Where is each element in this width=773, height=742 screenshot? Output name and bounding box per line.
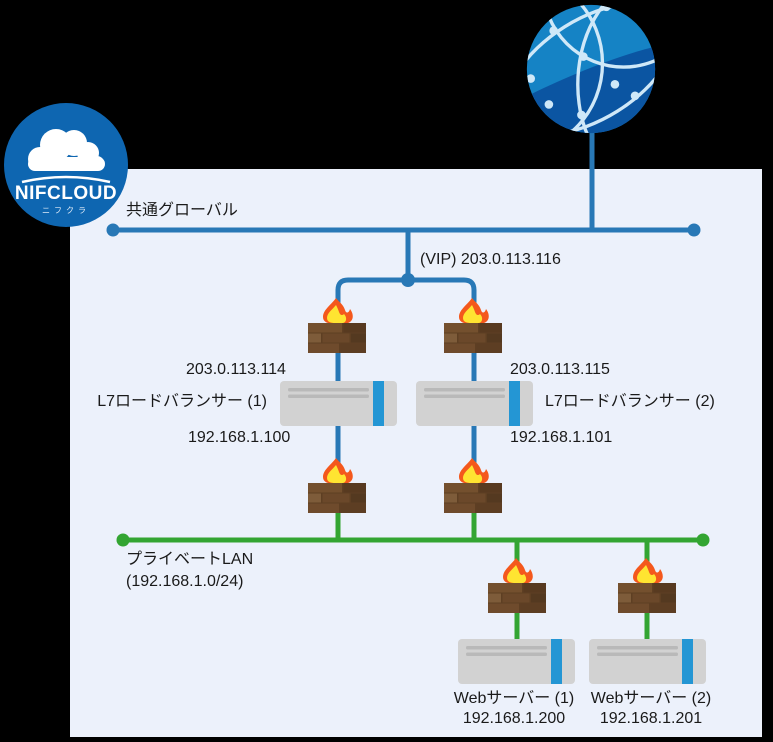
web-server-1-label: Webサーバー (1) 192.168.1.200 (448, 689, 580, 729)
web-server-2-label: Webサーバー (2) 192.168.1.201 (585, 689, 717, 729)
private-lan-name: プライベートLAN (126, 551, 254, 568)
firewall-icon (308, 457, 366, 513)
firewall-icon (308, 297, 366, 353)
firewall-icon (444, 297, 502, 353)
lb1-global-ip: 203.0.113.114 (186, 361, 286, 378)
firewall-icon (618, 557, 676, 613)
firewall-icon (488, 557, 546, 613)
firewall-icon (444, 457, 502, 513)
private-lan-label: プライベートLAN (192.168.1.0/24) (126, 549, 253, 593)
web-server-2-name: Webサーバー (2) (590, 690, 712, 707)
web-server-1-icon (458, 639, 575, 684)
load-balancer-2-icon (416, 381, 533, 426)
provider-subname: ニフクラ (42, 206, 90, 215)
lb1-private-ip: 192.168.1.100 (188, 429, 291, 446)
private-lan-cidr: (192.168.1.0/24) (126, 573, 244, 590)
lb1-name: L7ロードバランサー (1) (97, 393, 267, 410)
lb2-private-ip: 192.168.1.101 (510, 429, 613, 446)
lb2-name: L7ロードバランサー (2) (545, 393, 715, 410)
provider-name: NIFCLOUD (15, 183, 117, 204)
lb2-global-ip: 203.0.113.115 (510, 361, 610, 378)
web-server-2-ip: 192.168.1.201 (599, 710, 703, 727)
load-balancer-1-icon (280, 381, 397, 426)
web-server-1-name: Webサーバー (1) (453, 690, 575, 707)
internet-globe-icon (524, 2, 658, 136)
web-server-1-ip: 192.168.1.200 (462, 710, 566, 727)
vip-address-label: (VIP) 203.0.113.116 (420, 251, 561, 268)
cloud-icon (28, 129, 105, 171)
web-server-2-icon (589, 639, 706, 684)
nifcloud-logo: NIFCLOUD ニフクラ (4, 103, 128, 227)
global-network-label: 共通グローバル (126, 202, 238, 219)
